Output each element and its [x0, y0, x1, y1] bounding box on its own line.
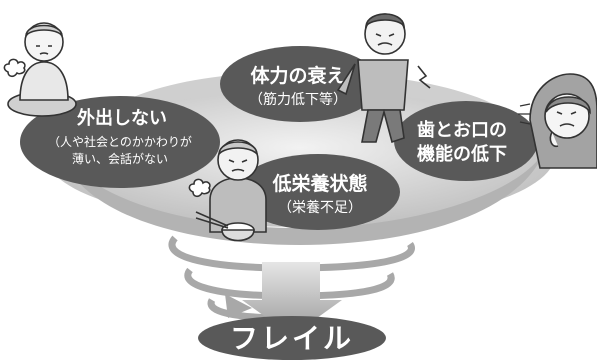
elderly-man-eating-icon — [188, 139, 267, 242]
mouth-line1: 歯とお口の — [417, 119, 507, 141]
frailty-label: フレイル — [230, 322, 354, 355]
node-social-isolation: 外出しない （人や社会とのかかわりが 薄い、会話がない — [20, 96, 220, 188]
mouth-line2: 機能の低下 — [417, 143, 507, 165]
social-title: 外出しない — [77, 107, 167, 129]
nutrition-sub: （栄養不足） — [278, 199, 362, 216]
node-undernutrition: 低栄養状態 （栄養不足） — [236, 154, 400, 230]
node-oral-function: 歯とお口の 機能の低下 — [394, 101, 538, 181]
troubled-elderly-woman-icon — [518, 73, 597, 169]
frailty-result: フレイル — [198, 316, 386, 360]
social-sub2: 薄い、会話がない — [72, 151, 168, 166]
swirl-arrow-head — [225, 294, 252, 318]
strength-sub: （筋力低下等） — [249, 91, 347, 108]
nutrition-title: 低栄養状態 — [271, 172, 367, 195]
node-strength-decline: 体力の衰え （筋力低下等） — [220, 46, 380, 122]
staggering-elderly-man-icon — [336, 13, 431, 144]
tired-elderly-woman-icon — [3, 22, 77, 117]
strength-title: 体力の衰え — [250, 64, 345, 87]
social-sub1: （人や社会とのかかわりが — [48, 134, 192, 149]
